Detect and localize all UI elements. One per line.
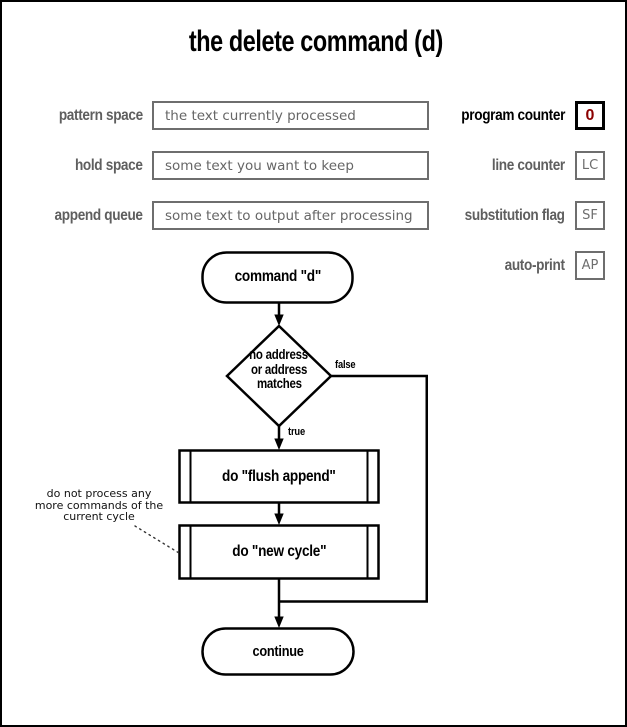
pattern-space-box: the text currently processed xyxy=(152,101,429,130)
start-node-label: command "d" xyxy=(234,268,321,285)
end-node-shape xyxy=(201,627,355,676)
arrowhead-into-end xyxy=(274,616,284,628)
hold-space-box: some text you want to keep xyxy=(152,151,429,180)
decision-node-label: no address or address matches xyxy=(249,347,309,391)
page-title: the delete command (d) xyxy=(2,25,625,58)
auto-print-label: auto-print xyxy=(504,257,565,274)
arrowhead-into-process1 xyxy=(274,438,284,450)
flow-line-false-branch xyxy=(280,374,428,603)
line-counter-box: LC xyxy=(575,151,605,180)
hold-space-label: hold space xyxy=(75,157,143,174)
auto-print-box: AP xyxy=(575,251,605,280)
substitution-flag-value: SF xyxy=(582,208,598,223)
false-branch-label: false xyxy=(335,359,356,371)
annotation-note: do not process any more commands of the … xyxy=(34,487,164,523)
substitution-flag-box: SF xyxy=(575,201,605,230)
pattern-space-label: pattern space xyxy=(58,107,143,124)
pattern-space-value: the text currently processed xyxy=(165,107,356,124)
arrowhead-into-decision xyxy=(274,314,284,326)
page-title-text: the delete command (d) xyxy=(188,25,443,58)
process2-label: do "new cycle" xyxy=(231,543,326,560)
end-node-label: continue xyxy=(252,643,304,660)
program-counter-label: program counter xyxy=(461,107,565,124)
true-branch-label: true xyxy=(288,426,305,438)
process2-inner-bars xyxy=(189,525,369,579)
start-node-shape xyxy=(201,251,354,304)
annotation-pointer-line xyxy=(134,525,180,554)
append-queue-value: some text to output after processing xyxy=(165,207,413,224)
append-queue-box: some text to output after processing xyxy=(152,201,429,230)
program-counter-value: 0 xyxy=(585,106,595,124)
substitution-flag-label: substitution flag xyxy=(465,207,565,224)
line-counter-value: LC xyxy=(581,158,599,173)
arrowhead-into-process2 xyxy=(274,513,284,525)
hold-space-value: some text you want to keep xyxy=(165,157,354,174)
process1-inner-bars xyxy=(189,450,369,503)
append-queue-label: append queue xyxy=(54,207,143,224)
auto-print-value: AP xyxy=(581,258,599,273)
program-counter-box: 0 xyxy=(575,101,605,130)
process2-shape xyxy=(178,524,380,580)
process1-label: do "flush append" xyxy=(222,467,336,485)
line-counter-label: line counter xyxy=(491,157,565,174)
